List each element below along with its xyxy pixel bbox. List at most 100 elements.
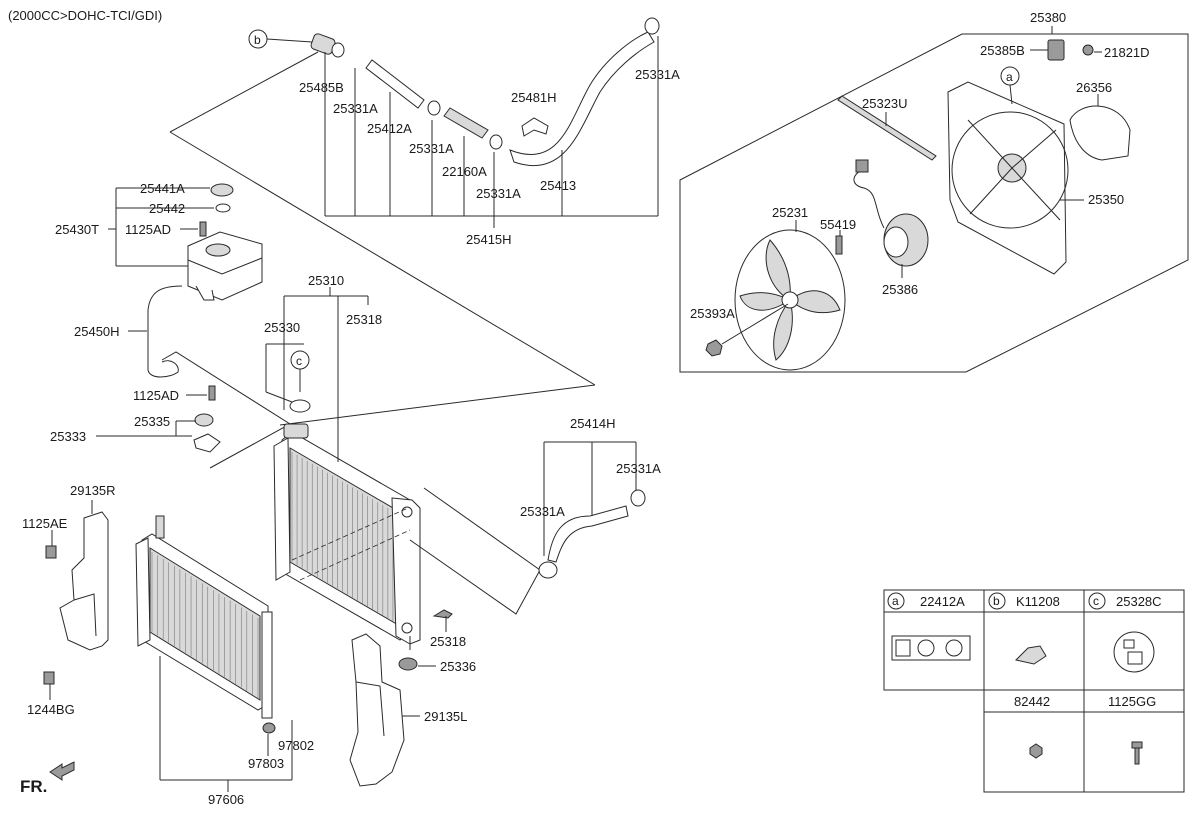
reservoir-cap-25441a: [210, 183, 234, 197]
clamp-icon: [427, 100, 441, 116]
label-25380: 25380: [1030, 10, 1066, 25]
reservoir-group: 25441A 25442 25430T 1125AD 25450H: [55, 181, 263, 378]
callout-a-label: a: [1006, 70, 1013, 84]
cap-97803: [262, 722, 276, 734]
label-25231: 25231: [772, 205, 808, 220]
bracket-25333: [193, 433, 221, 453]
legend-part-1125gg: 1125GG: [1108, 694, 1156, 709]
bolt-icon: [208, 385, 216, 401]
label-1125ad: 1125AD: [125, 222, 171, 237]
label-25441a: 25441A: [140, 181, 185, 196]
parts-legend-table: a 22412A b K11208 c 25328C 82442 1125GG: [883, 589, 1185, 793]
label-25333: 25333: [50, 429, 86, 444]
label-1244bg: 1244BG: [27, 702, 75, 717]
label-25331a: 25331A: [476, 186, 521, 201]
legend-letter-b: b: [993, 594, 1000, 608]
label-1125ad: 1125AD: [133, 388, 179, 403]
clamp-icon: [489, 134, 503, 150]
bushing-25335: [194, 413, 214, 427]
hose-25412a: [365, 59, 425, 109]
clamp-icon: [331, 42, 345, 58]
motor-connector: [855, 159, 869, 173]
radiator-25310: c 25310 25318 25330 25318 25336: [264, 273, 476, 674]
label-25318: 25318: [430, 634, 466, 649]
lower-hose-group: 25414H 25331A 25331A: [409, 416, 661, 615]
receiver-drier: [261, 611, 273, 719]
hose-25414h: [547, 505, 629, 563]
legend-part-k11208: K11208: [1016, 594, 1060, 609]
label-25481h: 25481H: [511, 90, 557, 105]
label-97803: 97803: [248, 756, 284, 771]
seal-26356: [1069, 105, 1131, 161]
seal-25442: [215, 203, 231, 213]
legend-part-82442: 82442: [1014, 694, 1050, 709]
clamp-icon: [630, 489, 646, 507]
label-25412a: 25412A: [367, 121, 412, 136]
label-25323u: 25323U: [862, 96, 908, 111]
clip-21821d: [1082, 44, 1094, 56]
label-29135l: 29135L: [424, 709, 467, 724]
radiator-cap-seal: [289, 399, 311, 413]
label-25393a: 25393A: [690, 306, 735, 321]
front-arrow-icon: [49, 761, 75, 781]
label-97802: 97802: [278, 738, 314, 753]
clip-25318: [432, 609, 453, 619]
condenser-fitting: [155, 515, 165, 539]
label-25336: 25336: [440, 659, 476, 674]
label-25385b: 25385B: [980, 43, 1025, 58]
label-1125ae: 1125AE: [22, 516, 68, 531]
hose-25413: [509, 31, 655, 167]
label-25415h: 25415H: [466, 232, 512, 247]
label-25350: 25350: [1088, 192, 1124, 207]
mount-bushing-25336: [398, 657, 418, 671]
label-25331a: 25331A: [409, 141, 454, 156]
legend-letter-a: a: [892, 594, 899, 608]
callout-c-label: c: [296, 354, 302, 368]
assembly-line: [169, 51, 319, 133]
front-label: FR.: [20, 777, 47, 796]
label-25430t: 25430T: [55, 222, 99, 237]
label-25335: 25335: [134, 414, 170, 429]
label-22160a: 22160A: [442, 164, 487, 179]
pipe-22160a: [443, 107, 489, 139]
label-21821d: 21821D: [1104, 45, 1150, 60]
label-25450h: 25450H: [74, 324, 120, 339]
label-25330: 25330: [264, 320, 300, 335]
bolt-icon: [199, 221, 207, 237]
label-25442: 25442: [149, 201, 185, 216]
assembly-line: [279, 384, 596, 426]
label-29135r: 29135R: [70, 483, 116, 498]
bracket-25481h: [521, 117, 549, 137]
bolt-1125gg-icon: [1131, 741, 1143, 749]
mount-group: 1125AD 25335 25333: [50, 351, 291, 469]
label-26356: 26356: [1076, 80, 1112, 95]
upper-hose-group: b 25485B 25331A 25412A 25331A 22160A 25: [169, 17, 680, 426]
front-direction-indicator: FR.: [20, 761, 75, 796]
bolt-icon: [43, 671, 55, 685]
legend-letter-c: c: [1093, 594, 1099, 608]
label-25414h: 25414H: [570, 416, 616, 431]
nut-82442-icon: [1029, 743, 1043, 759]
condenser-97606: 97802 97803 97606: [135, 515, 314, 807]
bolt-icon: [45, 545, 57, 559]
clip-k11208-icon: [1015, 645, 1047, 665]
legend-part-25328c: 25328C: [1116, 594, 1162, 609]
label-25386: 25386: [882, 282, 918, 297]
filler-neck: [283, 423, 309, 439]
air-guard-29135r: 29135R 1125AE 1244BG: [22, 483, 116, 717]
connector-25385b: [1047, 39, 1065, 61]
label-25413: 25413: [540, 178, 576, 193]
engine-note: (2000CC>DOHC-TCI/GDI): [8, 8, 162, 23]
assembly-outline: [679, 33, 1189, 373]
assembly-line: [169, 131, 596, 386]
label-55419: 55419: [820, 217, 856, 232]
callout-b-label: b: [254, 33, 261, 47]
seal-strip-25323u: [837, 95, 937, 161]
label-25485b: 25485B: [299, 80, 344, 95]
legend-part-22412a: 22412A: [920, 594, 965, 609]
label-97606: 97606: [208, 792, 244, 807]
label-25331a: 25331A: [333, 101, 378, 116]
clamp-icon: [644, 17, 660, 35]
label-25331a: 25331A: [520, 504, 565, 519]
